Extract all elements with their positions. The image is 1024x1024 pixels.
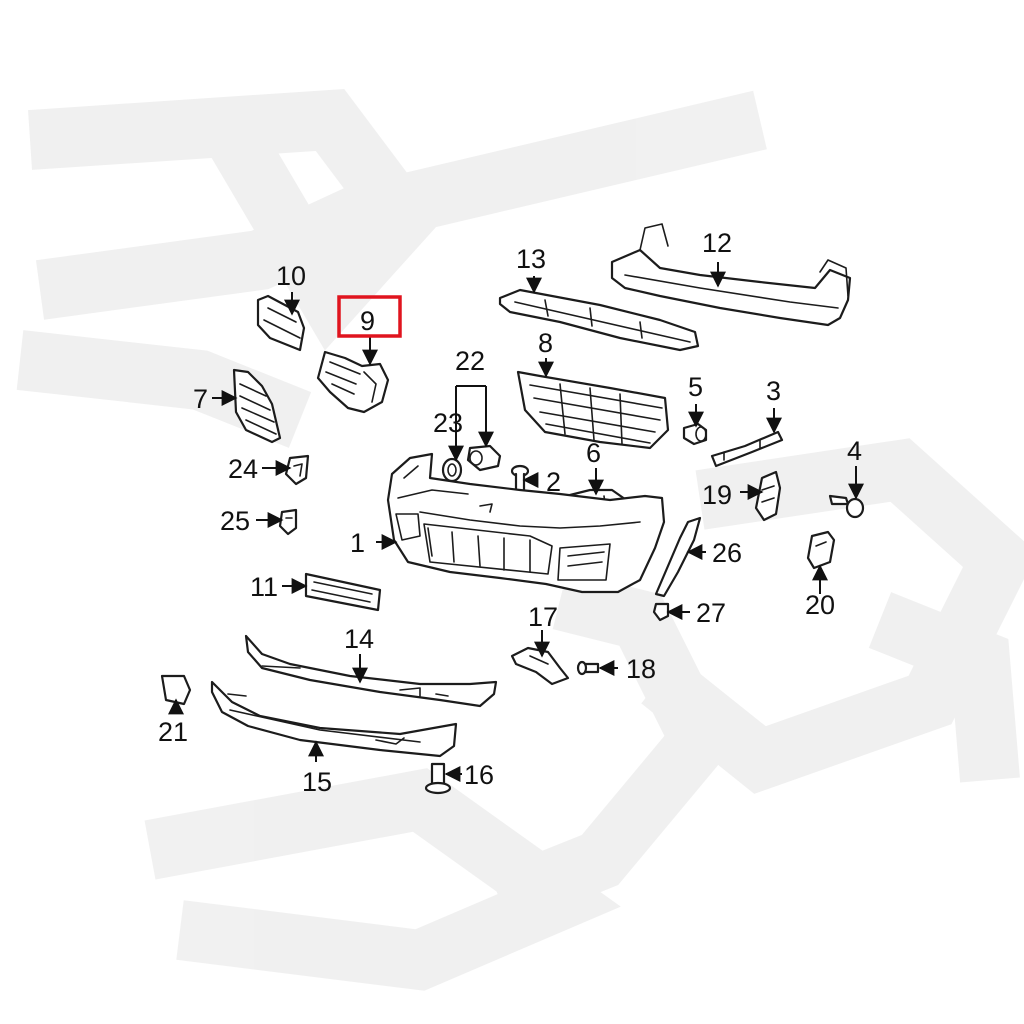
callout-2: 2 xyxy=(546,467,561,497)
part-16-pin xyxy=(424,762,452,795)
part-18-screw xyxy=(576,660,600,676)
callout-25: 25 xyxy=(220,506,250,536)
leader-lines xyxy=(168,262,864,782)
highlight-box xyxy=(337,295,402,338)
part-17-bracket xyxy=(510,646,570,686)
callout-labels: 10 9 7 24 25 1 11 14 21 15 16 17 18 22 2… xyxy=(158,228,862,797)
callout-8: 8 xyxy=(538,328,553,358)
callout-14: 14 xyxy=(344,624,374,654)
part-3-bracket xyxy=(710,430,784,468)
callout-11: 11 xyxy=(250,572,278,602)
part-13-upper-strip xyxy=(498,288,700,352)
part-20-bracket xyxy=(806,530,836,570)
callout-16: 16 xyxy=(464,760,494,790)
callout-24: 24 xyxy=(228,454,258,484)
callout-22: 22 xyxy=(455,346,485,376)
callout-5: 5 xyxy=(688,372,703,402)
background-watermark xyxy=(16,88,1024,991)
callout-17: 17 xyxy=(528,602,558,632)
callout-13: 13 xyxy=(516,244,546,274)
part-15-spoiler-lower xyxy=(210,680,458,758)
part-12-reinforcement-bar xyxy=(610,223,852,327)
part-23-ring xyxy=(441,457,463,483)
callout-3: 3 xyxy=(766,376,781,406)
part-24-small-bracket xyxy=(284,454,310,486)
callout-23: 23 xyxy=(433,408,463,438)
callout-9: 9 xyxy=(360,306,375,336)
part-27-clip xyxy=(652,602,670,622)
callout-18: 18 xyxy=(626,654,656,684)
callout-21: 21 xyxy=(158,717,188,747)
part-25-clip xyxy=(278,508,298,536)
part-10-bracket xyxy=(256,294,306,352)
callout-20: 20 xyxy=(805,590,835,620)
callout-15: 15 xyxy=(302,767,332,797)
part-9-bezel xyxy=(316,350,390,414)
callout-6: 6 xyxy=(586,438,601,468)
callout-12: 12 xyxy=(702,228,732,258)
part-5-plug xyxy=(682,422,708,446)
part-21-cap xyxy=(160,674,192,706)
part-7-side-grille xyxy=(232,368,282,444)
callout-4: 4 xyxy=(847,436,862,466)
part-8-center-grille xyxy=(516,370,670,450)
part-11-plate-bracket xyxy=(304,572,382,612)
callout-1: 1 xyxy=(350,528,365,558)
part-1-bumper-cover xyxy=(386,452,666,594)
callout-26: 26 xyxy=(712,538,742,568)
part-14-spoiler-upper xyxy=(244,634,498,708)
callout-7: 7 xyxy=(193,384,208,414)
part-22-sensor xyxy=(466,444,502,472)
callout-27: 27 xyxy=(696,598,726,628)
part-26-trim-strip xyxy=(654,516,702,598)
callout-10: 10 xyxy=(276,261,306,291)
callout-19: 19 xyxy=(702,480,732,510)
